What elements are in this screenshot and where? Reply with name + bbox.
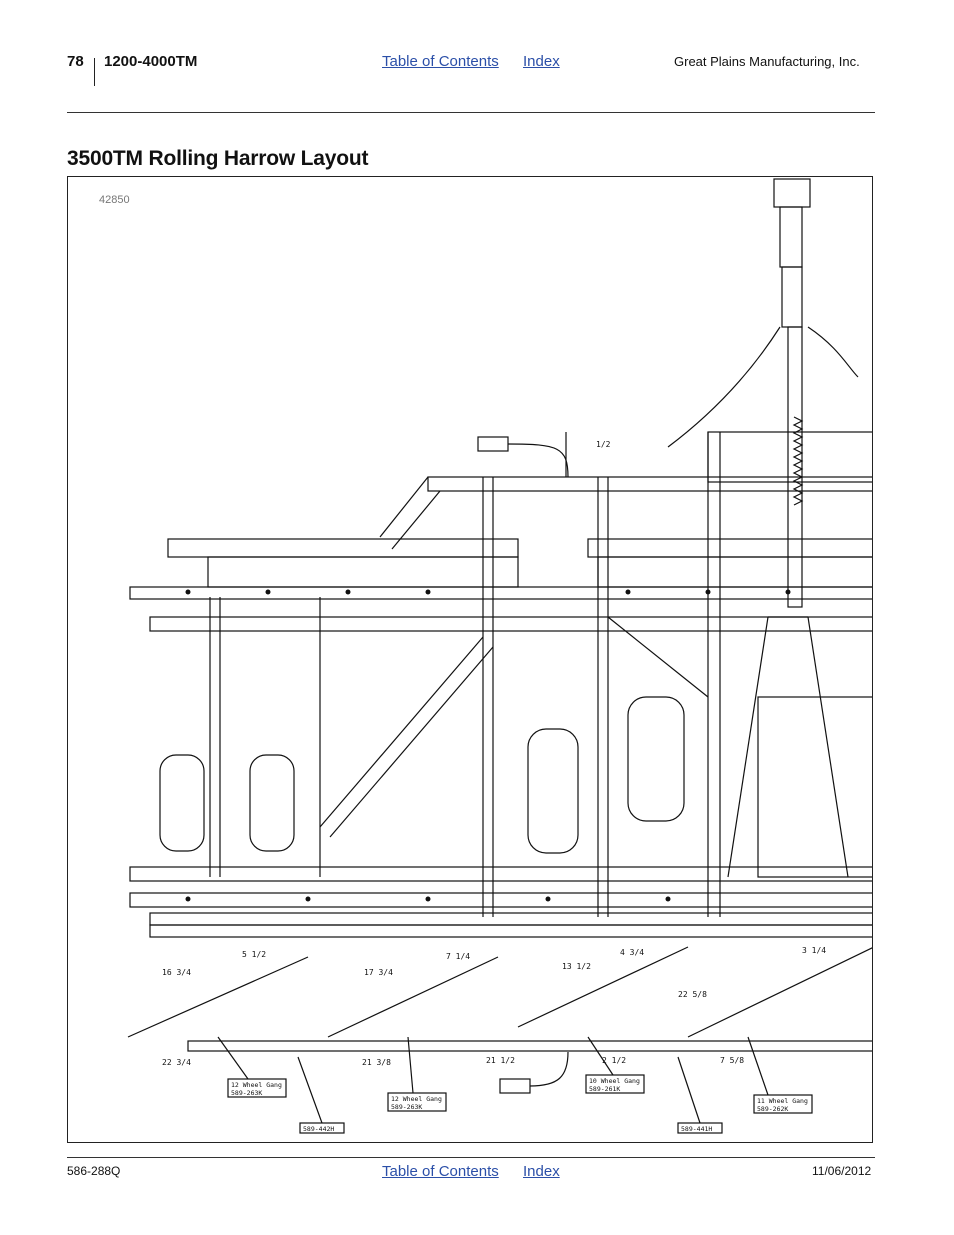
dim-label: 3 1/4: [802, 946, 826, 955]
part-tag: 589-442H: [303, 1125, 334, 1133]
dim-label: 2 1/2: [602, 1056, 626, 1065]
gang-label-line1: 12 Wheel Gang: [391, 1095, 442, 1103]
dim-label: 4 3/4: [620, 948, 644, 957]
header-divider: [94, 58, 95, 86]
toc-link-top[interactable]: Table of Contents: [382, 53, 499, 70]
dim-label: 1/2: [596, 440, 611, 449]
part-tag: 589-441H: [681, 1125, 712, 1133]
company-name: Great Plains Manufacturing, Inc.: [674, 54, 860, 69]
harrow-layout-figure: 42850: [67, 176, 873, 1143]
page-title: 3500TM Rolling Harrow Layout: [67, 147, 369, 170]
gang-label-line2: 589-263K: [231, 1089, 262, 1097]
model-name: 1200-4000TM: [104, 53, 198, 70]
toc-link-bottom[interactable]: Table of Contents: [382, 1163, 499, 1180]
gang-label-line2: 589-262K: [757, 1105, 788, 1113]
dim-label: 22 5/8: [678, 990, 707, 999]
publish-date: 11/06/2012: [812, 1164, 872, 1178]
header-rule: [67, 112, 875, 113]
dim-label: 21 1/2: [486, 1056, 515, 1065]
dim-label: 5 1/2: [242, 950, 266, 959]
harrow-technical-drawing: 1/2 16 3/4 5 1/2 17 3/4 7 1/4 13 1/2 4 3…: [127, 178, 872, 1134]
dim-label: 16 3/4: [162, 968, 191, 977]
figure-id: 42850: [99, 194, 130, 206]
dim-label: 22 3/4: [162, 1058, 191, 1067]
index-link-bottom[interactable]: Index: [523, 1163, 560, 1180]
page-number: 78: [67, 53, 84, 70]
dim-label: 7 5/8: [720, 1056, 744, 1065]
gang-label-line1: 12 Wheel Gang: [231, 1081, 282, 1089]
gang-label-line2: 589-263K: [391, 1103, 422, 1111]
dim-label: 7 1/4: [446, 952, 470, 961]
dim-label: 21 3/8: [362, 1058, 391, 1067]
dim-label: 13 1/2: [562, 962, 591, 971]
gang-label-line1: 11 Wheel Gang: [757, 1097, 808, 1105]
gang-label-line2: 589-261K: [589, 1085, 620, 1093]
index-link-top[interactable]: Index: [523, 53, 560, 70]
dim-label: 17 3/4: [364, 968, 393, 977]
document-number: 586-288Q: [67, 1164, 121, 1178]
footer-rule: [67, 1157, 875, 1158]
gang-label-line1: 10 Wheel Gang: [589, 1077, 640, 1085]
